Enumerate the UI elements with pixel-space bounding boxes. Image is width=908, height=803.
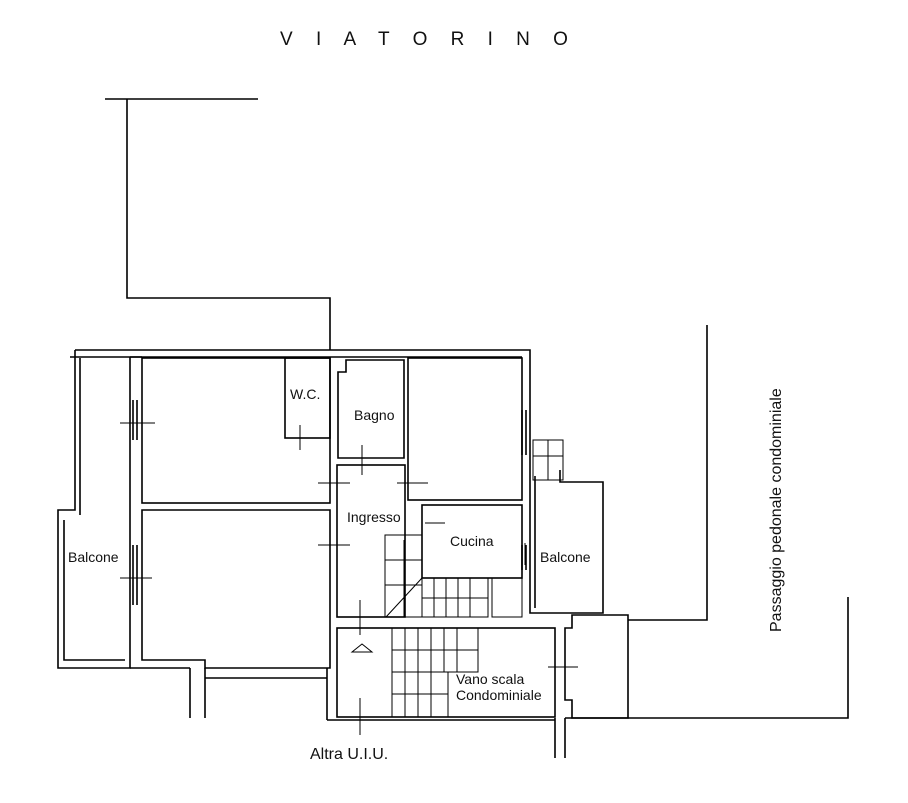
room-ingresso xyxy=(336,464,406,618)
room-label-wc: W.C. xyxy=(290,386,320,402)
room-label-condominiale: Condominiale xyxy=(456,687,542,703)
passage-label: Passaggio pedonale condominiale xyxy=(768,388,785,632)
room-label-cucina: Cucina xyxy=(450,533,494,549)
street-label: V I A T O R I N O xyxy=(280,29,577,50)
internal-stair xyxy=(384,439,564,618)
site-boundary xyxy=(105,98,849,758)
room-small-right xyxy=(564,614,629,719)
room-label-vano-scala: Vano scala xyxy=(456,671,524,687)
room-wc xyxy=(284,357,331,439)
room-right-top xyxy=(407,357,523,501)
room-left-top xyxy=(141,357,331,504)
room-label-bagno: Bagno xyxy=(354,407,395,423)
room-left-bottom xyxy=(141,509,331,669)
door-marks xyxy=(120,400,578,735)
room-bagno xyxy=(337,359,405,459)
other-unit-label: Altra U.I.U. xyxy=(310,746,388,763)
room-label-balcone-left: Balcone xyxy=(68,549,119,565)
room-label-balcone-right: Balcone xyxy=(540,549,591,565)
outer-walls xyxy=(57,349,604,669)
room-label-ingresso: Ingresso xyxy=(347,509,401,525)
room-vano-scala xyxy=(327,627,556,721)
